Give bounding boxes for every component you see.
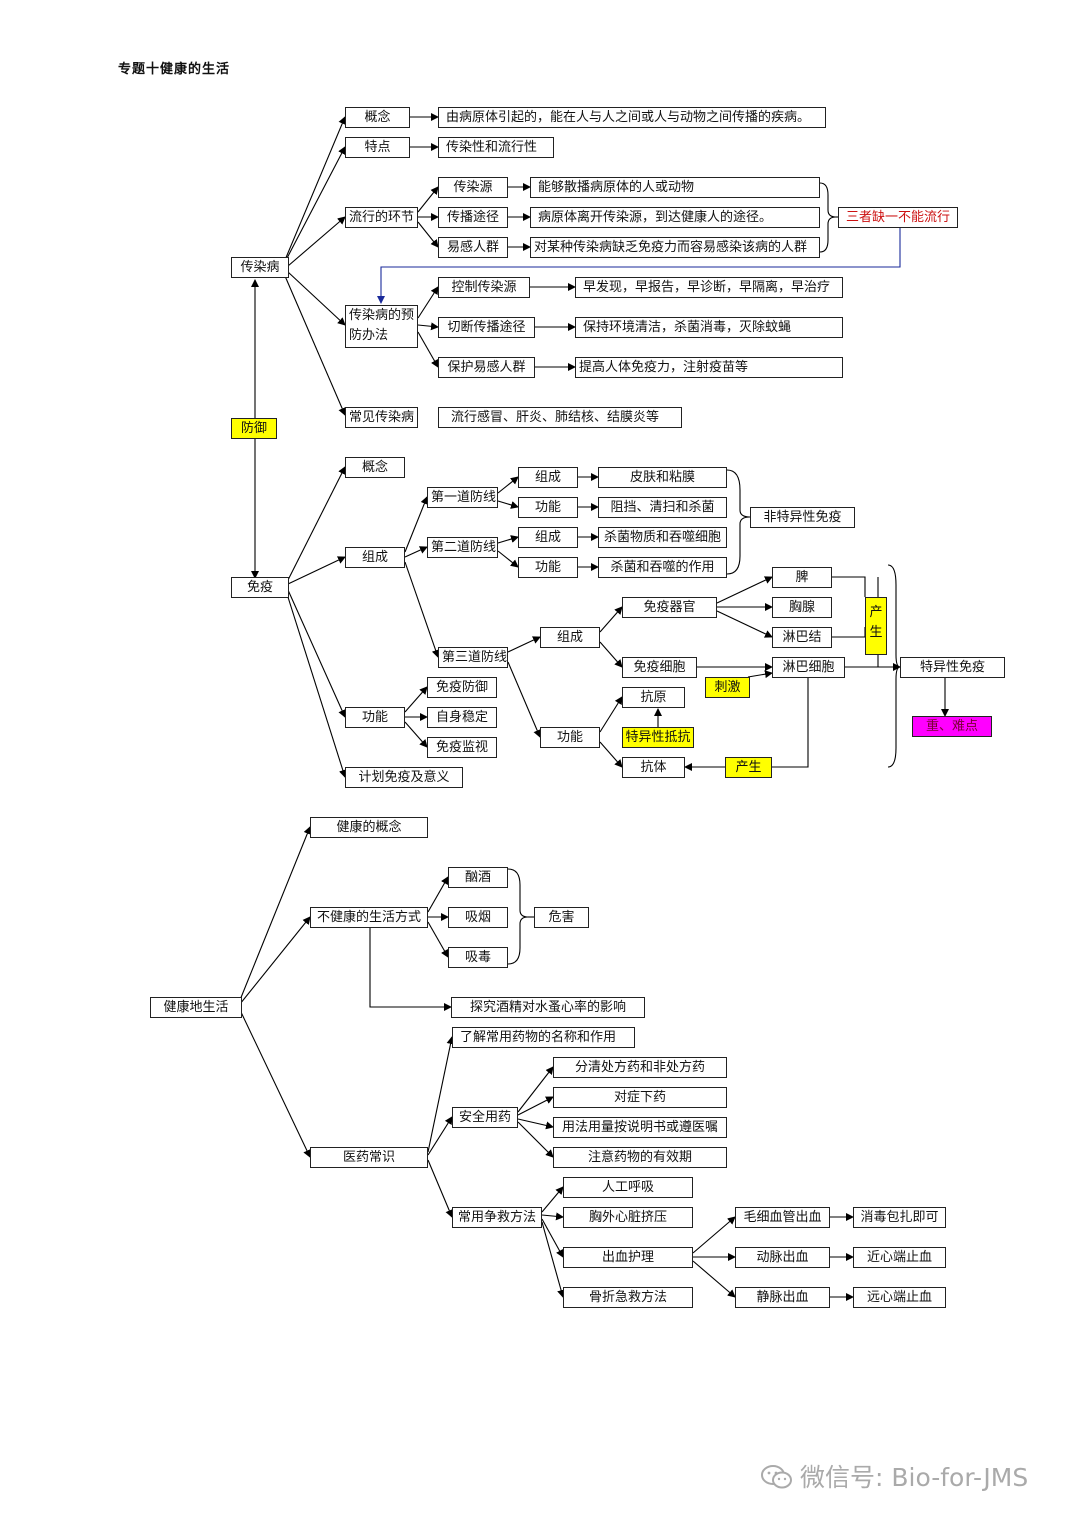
node-stimulate: 刺激 xyxy=(705,677,750,698)
node-planned-immunization: 计划免疫及意义 xyxy=(345,767,463,788)
node-immunity-composition: 组成 xyxy=(345,547,405,568)
node-specific-resistance: 特异性抵抗 xyxy=(622,727,694,748)
node-health-concept: 健康的概念 xyxy=(310,817,428,838)
node-produce-antibody: 产生 xyxy=(725,757,772,778)
node-explore-alcohol: 探究酒精对水蚤心率的影响 xyxy=(451,997,645,1018)
node-second-comp: 组成 xyxy=(518,527,578,548)
node-unhealthy-lifestyle: 不健康的生活方式 xyxy=(310,907,428,928)
node-transmission-route: 传播途径 xyxy=(438,207,508,228)
node-features-text: 传染性和流行性 xyxy=(438,137,554,158)
node-bleeding-care: 出血护理 xyxy=(563,1247,693,1268)
node-immunity: 免疫 xyxy=(231,577,289,598)
node-right-medicine: 对症下药 xyxy=(553,1087,727,1108)
node-spleen: 脾 xyxy=(772,567,832,588)
node-medical-knowledge: 医药常识 xyxy=(310,1147,428,1168)
watermark-text: 微信号: Bio-for-JMS xyxy=(800,1463,1029,1492)
node-fracture-aid: 骨折急救方法 xyxy=(563,1287,693,1308)
node-cut-route: 切断传播途径 xyxy=(438,317,535,338)
node-third-line: 第三道防线 xyxy=(438,647,508,668)
node-first-line: 第一道防线 xyxy=(427,487,498,508)
node-second-func: 功能 xyxy=(518,557,578,578)
node-artificial-respiration: 人工呼吸 xyxy=(563,1177,693,1198)
node-first-func: 功能 xyxy=(518,497,578,518)
node-prevention-methods: 传染病的预防办法 xyxy=(345,305,418,348)
node-proximal-stop: 近心端止血 xyxy=(853,1247,946,1268)
node-lymph-node: 淋巴结 xyxy=(772,627,832,648)
watermark: 微信号: Bio-for-JMS xyxy=(760,1458,1028,1496)
node-protect-susceptible-text: 提高人体免疫力，注射疫苗等 xyxy=(575,357,843,378)
node-immunity-concept: 概念 xyxy=(345,457,405,478)
node-immune-defense: 免疫防御 xyxy=(427,677,497,698)
node-protect-susceptible: 保护易感人群 xyxy=(438,357,535,378)
node-control-source-text: 早发现，早报告，早诊断，早隔离，早治疗 xyxy=(575,277,843,298)
node-smoking: 吸烟 xyxy=(448,907,508,928)
node-immune-surveillance: 免疫监视 xyxy=(427,737,497,758)
node-defense: 防御 xyxy=(231,418,277,439)
node-disinfect-bandage: 消毒包扎即可 xyxy=(853,1207,946,1228)
wechat-icon xyxy=(760,1464,794,1496)
node-second-line: 第二道防线 xyxy=(427,537,498,558)
node-susceptible-population: 易感人群 xyxy=(438,237,508,258)
node-expiry: 注意药物的有效期 xyxy=(553,1147,727,1168)
node-key-point: 重、难点 xyxy=(912,716,992,737)
node-specific-immunity: 特异性免疫 xyxy=(900,657,1005,678)
node-susceptible-text: 对某种传染病缺乏免疫力而容易感染该病的人群 xyxy=(530,237,820,258)
node-arterial-bleeding: 动脉出血 xyxy=(735,1247,830,1268)
node-common-diseases-text: 流行感冒、肝炎、肺结核、结膜炎等 xyxy=(438,407,682,428)
node-infection-source: 传染源 xyxy=(438,177,508,198)
node-chest-compression: 胸外心脏挤压 xyxy=(563,1207,693,1228)
node-kill-phagocytose: 杀菌和吞噬的作用 xyxy=(598,557,727,578)
node-harm: 危害 xyxy=(534,907,589,928)
node-cut-route-text: 保持环境清洁，杀菌消毒，灭除蚊蝇 xyxy=(575,317,843,338)
node-common-diseases: 常见传染病 xyxy=(345,407,418,428)
node-dosage: 用法用量按说明书或遵医嘱 xyxy=(553,1117,727,1138)
node-control-source: 控制传染源 xyxy=(438,277,530,298)
node-third-comp: 组成 xyxy=(540,627,600,648)
node-third-func: 功能 xyxy=(540,727,600,748)
node-distal-stop: 远心端止血 xyxy=(853,1287,946,1308)
node-capillary-bleeding: 毛细血管出血 xyxy=(735,1207,830,1228)
node-nonspecific-immunity: 非特异性免疫 xyxy=(750,507,855,528)
node-transmission-route-text: 病原体离开传染源，到达健康人的途径。 xyxy=(530,207,820,228)
node-first-comp: 组成 xyxy=(518,467,578,488)
node-thymus: 胸腺 xyxy=(772,597,832,618)
node-prescription: 分清处方药和非处方药 xyxy=(553,1057,727,1078)
node-bactericidal-phagocyte: 杀菌物质和吞噬细胞 xyxy=(598,527,727,548)
node-antigen: 抗原 xyxy=(622,687,685,708)
node-immunity-function: 功能 xyxy=(345,707,405,728)
node-infection-source-text: 能够散播病原体的人或动物 xyxy=(530,177,820,198)
node-self-stability: 自身稳定 xyxy=(427,707,497,728)
node-healthy-living: 健康地生活 xyxy=(150,997,242,1018)
node-know-medicine: 了解常用药物的名称和作用 xyxy=(452,1027,635,1048)
node-infectious-disease: 传染病 xyxy=(231,257,289,278)
node-epidemic-links: 流行的环节 xyxy=(345,207,418,228)
node-immune-cell: 免疫细胞 xyxy=(622,657,697,678)
page-header: 专题十健康的生活 xyxy=(118,62,231,77)
node-alcoholism: 酗酒 xyxy=(448,867,508,888)
node-drug-abuse: 吸毒 xyxy=(448,947,508,968)
node-antibody: 抗体 xyxy=(622,757,685,778)
node-skin-mucosa: 皮肤和粘膜 xyxy=(598,467,727,488)
node-concept: 概念 xyxy=(345,107,410,128)
node-lymphocyte: 淋巴细胞 xyxy=(772,657,845,678)
node-immune-organ: 免疫器官 xyxy=(622,597,717,618)
node-concept-text: 由病原体引起的，能在人与人之间或人与动物之间传播的疾病。 xyxy=(438,107,826,128)
node-first-aid: 常用争救方法 xyxy=(452,1207,542,1228)
node-three-elements: 三者缺一不能流行 xyxy=(838,207,958,228)
node-features: 特点 xyxy=(345,137,410,158)
node-produce-vertical: 产生 xyxy=(865,597,887,655)
node-venous-bleeding: 静脉出血 xyxy=(735,1287,830,1308)
node-block-clean: 阻挡、清扫和杀菌 xyxy=(598,497,727,518)
node-safe-medication: 安全用药 xyxy=(452,1107,518,1128)
